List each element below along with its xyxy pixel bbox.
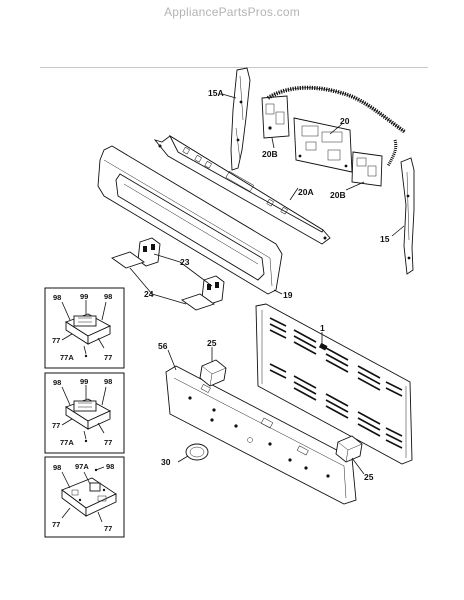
label-20: 20 [340,116,350,126]
part-24-spacer-lower[interactable] [181,293,215,311]
louvers-lower-row [269,363,403,449]
inset2-label-77b: 77 [104,438,112,447]
inset-box-3: 98 97A 98 77 77 [44,456,125,538]
wire-harness [266,85,407,167]
leader-lines [129,93,405,475]
site-watermark: AppliancePartsPros.com [164,5,300,19]
part-30-plug[interactable] [185,443,209,461]
part-25-terminal-bottom[interactable] [335,435,363,463]
label-20A: 20A [298,187,314,197]
label-25-top: 25 [207,338,217,348]
inset1-label-98a: 98 [53,293,61,302]
label-25-bottom: 25 [364,472,374,482]
part-25-terminal-top[interactable] [199,359,227,387]
inset2-label-98b: 98 [104,377,112,386]
inset2-label-77A: 77A [60,438,74,447]
label-56: 56 [158,341,168,351]
part-20-control-board[interactable] [293,117,353,173]
label-1: 1 [320,323,325,333]
part-20B-board-right[interactable] [351,151,383,187]
part-19-control-panel[interactable] [97,145,283,295]
part-15A-bracket[interactable] [230,67,251,171]
label-30: 30 [161,457,171,467]
header-divider [40,67,428,68]
label-20B-left: 20B [262,149,278,159]
part-24-spacer-upper[interactable] [111,251,145,269]
inset1-label-98b: 98 [104,292,112,301]
label-23: 23 [180,257,190,267]
inset1-label-77b: 77 [104,353,112,362]
inset1-label-99: 99 [80,292,88,301]
label-19: 19 [283,290,293,300]
inset2-label-98a: 98 [53,378,61,387]
inset3-label-77a: 77 [52,520,60,529]
inset1-label-77a: 77 [52,336,60,345]
inset2-label-77a: 77 [52,421,60,430]
inset3-label-98a: 98 [53,463,61,472]
part-20B-board-left[interactable] [261,95,290,139]
inset3-label-97A: 97A [75,462,89,471]
label-15: 15 [380,234,390,244]
louvers-upper-row [269,317,403,397]
label-24: 24 [144,289,154,299]
label-20B-right: 20B [330,190,346,200]
inset1-label-77A: 77A [60,353,74,362]
inset3-label-98b: 98 [106,462,114,471]
part-15-bracket[interactable] [400,157,415,275]
inset3-label-77b: 77 [104,524,112,533]
part-56-back-plate[interactable] [165,365,357,505]
inset-box-2: 98 99 98 77 77A 77 [44,372,125,454]
part-20A-panel-frame[interactable] [153,134,331,245]
inset-box-1: 98 99 98 77 77A 77 [44,287,125,369]
part-1-rear-panel[interactable] [255,303,413,465]
label-15A: 15A [208,88,224,98]
inset2-label-99: 99 [80,377,88,386]
